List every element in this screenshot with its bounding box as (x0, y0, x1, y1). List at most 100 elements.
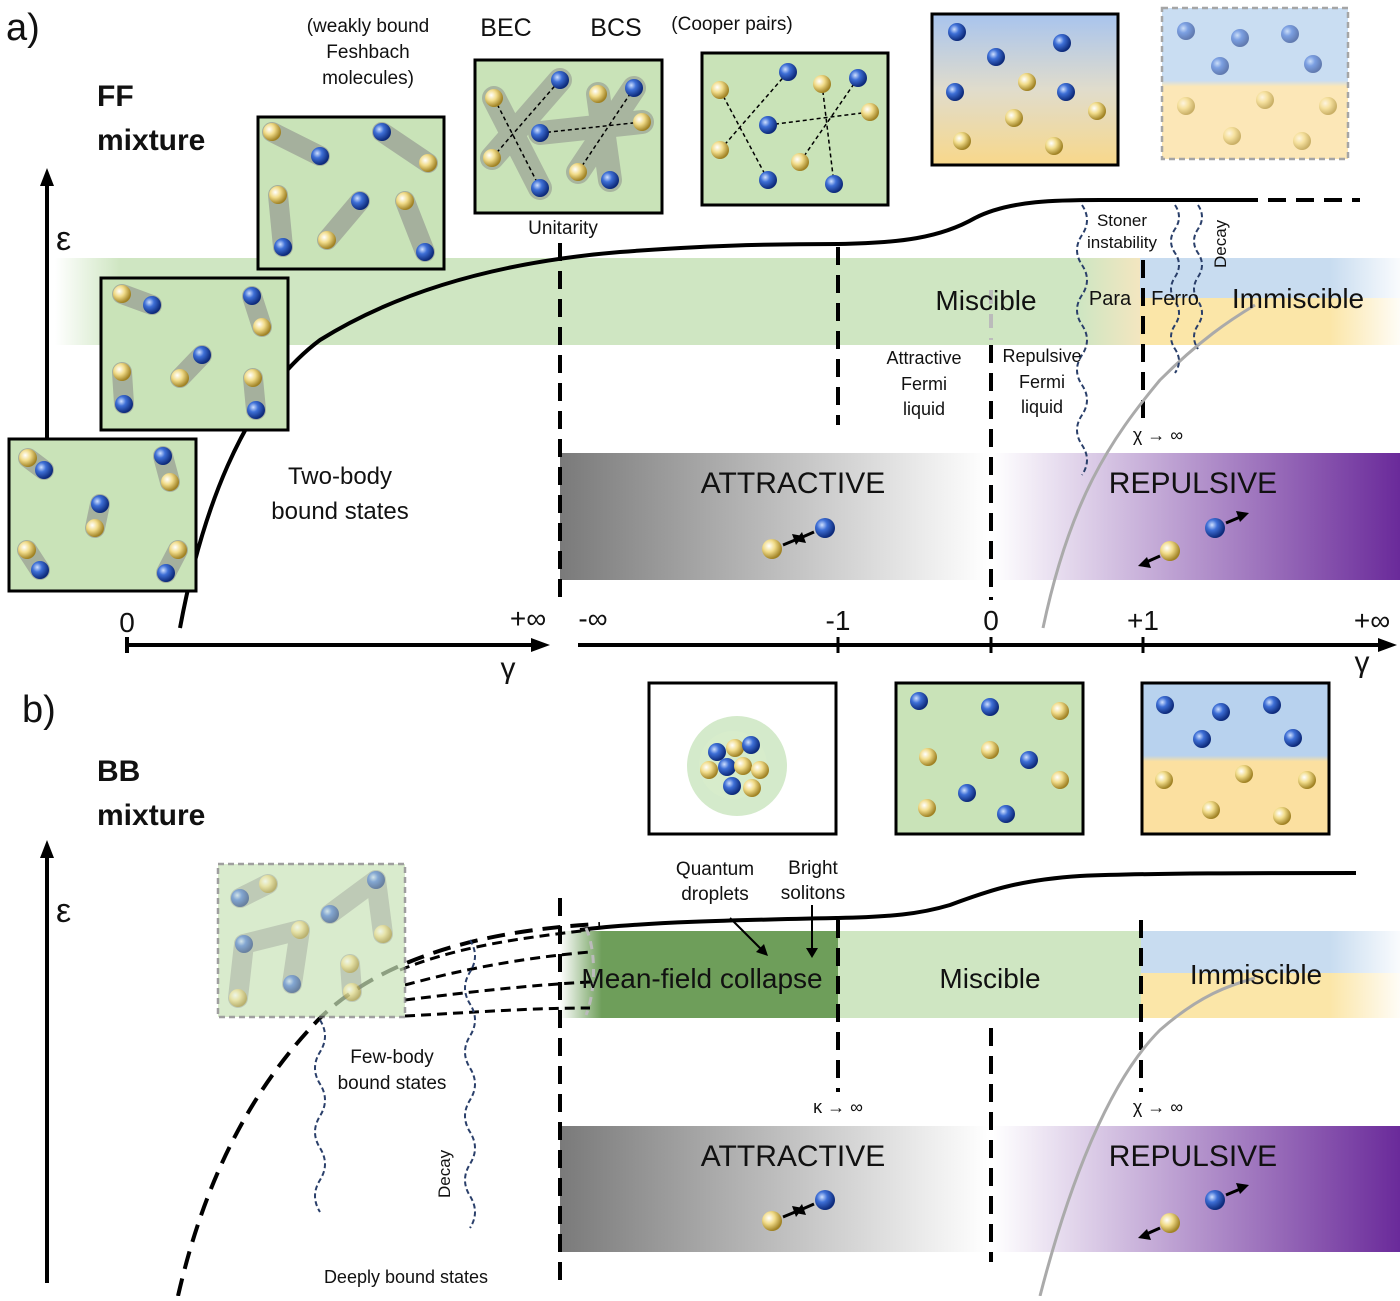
panel-a-para-label: Para (1089, 288, 1132, 310)
panel-a-box-tight-pairs (7, 437, 198, 593)
panel-a-bec-label: BEC (480, 14, 531, 42)
panel-a-attr-fermi-1: Attractive (886, 348, 961, 368)
panel-a-stoner-label-1: Stoner (1097, 211, 1147, 230)
panel-a-two-body-1: Two-body (288, 463, 392, 490)
panel-b-miscible-label: Miscible (939, 963, 1040, 994)
panel-a-rep-arrowhead-1 (1236, 511, 1249, 522)
panel-a-miscible-label: Miscible (935, 285, 1036, 316)
panel-b-collapse-label: Mean-field collapse (581, 963, 822, 994)
panel-a-feshbach-2: Feshbach (326, 42, 409, 63)
panel-a-decay-wave-1 (1170, 204, 1180, 374)
panel-b-rep-arrowhead-1 (1236, 1183, 1249, 1194)
panel-b-dashed-curve-5 (404, 1006, 591, 1018)
panel-b-soliton-arrowhead (806, 948, 818, 958)
panel-b-kappa-label: κ → ∞ (813, 1097, 863, 1117)
panel-b-faded-arc (584, 927, 595, 1016)
panel-b-box-immiscible (1140, 681, 1331, 836)
panel-b-box-few-body (216, 862, 407, 1019)
panel-a-gamma-axis-right-arrow (1378, 638, 1397, 652)
panel-b-attr-yellow-atom (762, 1211, 782, 1231)
panel-a-title-1: FF (97, 80, 134, 113)
panel-a-tick-label-m1: -1 (826, 605, 851, 636)
panel-b-attr-blue-atom (815, 1190, 835, 1210)
panel-a-box-bcs (700, 51, 890, 207)
panel-a-rep-yellow-atom (1160, 541, 1180, 561)
panel-a-bcs-label: BCS (590, 14, 641, 42)
panel-b-dashed-curve-2 (399, 928, 591, 972)
panel-b-droplet-arrow (729, 917, 763, 951)
panel-a-ferro-label: Ferro (1151, 288, 1199, 310)
panel-a-attr-yellow-atom (762, 539, 782, 559)
panel-a-box-pairs-2 (99, 276, 290, 432)
panel-a-gamma-label-right: γ (1355, 646, 1370, 679)
panel-a-title-2: mixture (97, 124, 205, 157)
panel-b-energy-curve (579, 871, 1357, 932)
panel-a-box-feshbach (256, 115, 446, 271)
panel-a-feshbach-1: (weakly bound (307, 16, 430, 37)
panel-b-few-body-1: Few-body (350, 1047, 434, 1068)
panel-a-rep-blue-atom (1205, 518, 1225, 538)
panel-a-label: a) (6, 7, 40, 49)
panel-a-two-body-2: bound states (271, 498, 408, 525)
panel-b-miscible-band (838, 931, 1141, 1018)
panel-a-rep-fermi-3: liquid (1021, 397, 1063, 417)
panel-a-immiscible-label: Immiscible (1232, 283, 1364, 314)
panel-b-quantum-1: Quantum (676, 859, 754, 880)
panel-b-repulsive-branch (1038, 976, 1256, 1297)
panel-b-attr-arrowhead-2 (795, 1204, 806, 1215)
panel-b-collapse-band (560, 931, 838, 1018)
panel-a-chi-label: χ → ∞ (1133, 425, 1183, 445)
panel-a-energy-label: ε (56, 220, 71, 258)
panel-a-attr-blue-atom (815, 518, 835, 538)
panel-b-attractive-bar (560, 1126, 988, 1252)
panel-a-box-immiscible (1160, 6, 1350, 161)
panel-b-droplet-arrowhead (756, 944, 768, 956)
panel-a-gamma-label-left: γ (501, 652, 516, 685)
panel-a-attractive-bar (560, 453, 988, 580)
panel-a-right-fade (1330, 258, 1400, 345)
panel-a-tick-label-inf: +∞ (510, 603, 546, 634)
panel-b-box-droplet (647, 681, 838, 836)
panel-a-repulsive-branch (1041, 303, 1256, 629)
panel-b-repulsive-bar (993, 1126, 1400, 1252)
panel-a-box-bec (473, 58, 664, 215)
panel-b-decay-label: Decay (435, 1149, 454, 1198)
panel-a-rep-fermi-2: Fermi (1019, 372, 1065, 392)
panel-a-repulsive-label: REPULSIVE (1109, 467, 1277, 500)
panel-b-rep-arrowhead-2 (1138, 1229, 1151, 1240)
panel-a-box-ferro (930, 12, 1120, 167)
panel-a-unitarity-label: Unitarity (528, 218, 598, 239)
panel-b-title-2: mixture (97, 799, 205, 832)
panel-a-decay-label: Decay (1211, 219, 1230, 268)
panel-b-quantum-2: droplets (681, 884, 749, 905)
panel-b-energy-label: ε (56, 892, 71, 930)
panel-b-dashed-curve-3 (404, 950, 591, 987)
panel-a-attractive-label: ATTRACTIVE (701, 467, 885, 500)
panel-b: b) BB mixture ε ATTRACTIVE REPULSIVE (22, 681, 1400, 1297)
panel-a: a) FF mixture ε ATTRACTIVE REPULSIVE (6, 6, 1400, 685)
panel-a-rep-fermi-1: Repulsive (1002, 346, 1081, 366)
panel-b-right-fade (1330, 931, 1400, 1018)
panel-b-box-miscible (894, 681, 1085, 836)
panel-b-label: b) (22, 689, 56, 731)
panel-b-repulsive-label: REPULSIVE (1109, 1140, 1277, 1173)
panel-b-immiscible-label: Immiscible (1190, 959, 1322, 990)
panel-a-attr-arrowhead-2 (795, 532, 806, 543)
panel-b-rep-yellow-atom (1160, 1213, 1180, 1233)
panel-b-title-1: BB (97, 755, 140, 788)
panel-a-decay-wave-2 (1193, 204, 1203, 350)
panel-b-deeply-label: Deeply bound states (324, 1267, 488, 1287)
panel-b-few-body-wave (314, 1019, 326, 1213)
panel-b-bright-2: solitons (781, 883, 845, 904)
panel-a-attr-fermi-2: Fermi (901, 374, 947, 394)
panel-a-para-band (1080, 258, 1140, 345)
panel-a-feshbach-3: molecules) (322, 68, 414, 89)
panel-a-tick-label-0: 0 (119, 607, 135, 638)
panel-b-energy-arrowhead (40, 840, 54, 858)
panel-a-tick-label-zero: 0 (983, 605, 999, 636)
panel-a-attr-fermi-3: liquid (903, 399, 945, 419)
panel-b-chi-label: χ → ∞ (1133, 1097, 1183, 1117)
panel-b-attractive-label: ATTRACTIVE (701, 1140, 885, 1173)
